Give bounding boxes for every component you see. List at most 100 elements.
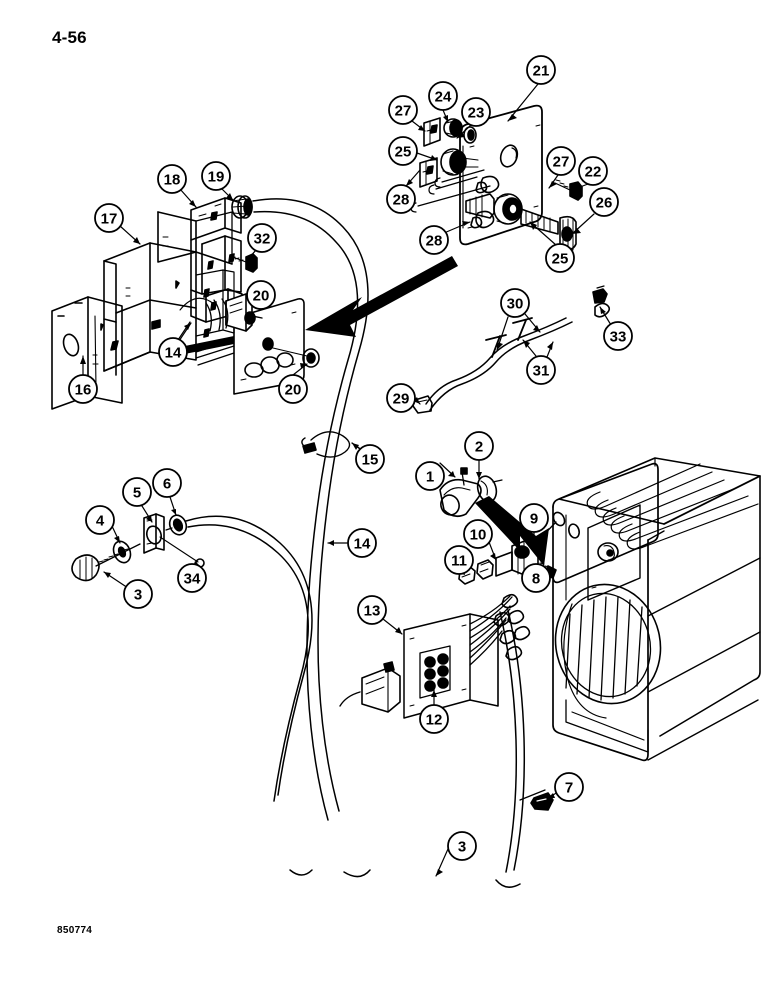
callout-number: 25 <box>395 144 412 161</box>
cable-14 <box>252 198 369 821</box>
callout-number: 20 <box>253 288 270 305</box>
callout-circle <box>357 595 387 625</box>
callout-circle <box>201 161 231 191</box>
callout-number: 5 <box>133 485 141 502</box>
callout-bubble-34: 34 <box>177 563 207 593</box>
callout-circle <box>278 374 308 404</box>
callout-circle <box>447 831 477 861</box>
callout-bubble-5: 5 <box>122 477 152 507</box>
callout-bubble-19: 19 <box>201 161 231 191</box>
callout-circle <box>94 203 124 233</box>
callout-number: 19 <box>208 169 225 186</box>
grommet-19 <box>231 195 253 219</box>
knob-cable-assembly <box>71 513 313 802</box>
callout-bubble-13: 13 <box>357 595 387 625</box>
callout-bubble-7: 7 <box>554 772 584 802</box>
cable-clip-7 <box>519 789 554 811</box>
callout-circle <box>122 477 152 507</box>
callout-circle <box>123 579 153 609</box>
callout-bubble-20: 20 <box>246 280 276 310</box>
callout-circle <box>463 519 493 549</box>
callout-circle <box>419 704 449 734</box>
callout-bubble-3: 3 <box>123 579 153 609</box>
callout-circle <box>355 444 385 474</box>
callout-number: 34 <box>184 571 201 588</box>
callout-bubble-6: 6 <box>152 468 182 498</box>
callout-bubble-27: 27 <box>388 95 418 125</box>
callout-bubble-4: 4 <box>85 505 115 535</box>
callout-bubble-33: 33 <box>603 321 633 351</box>
callout-number: 7 <box>565 780 573 797</box>
reference-arrow-panel <box>305 256 458 337</box>
callout-number: 26 <box>596 195 613 212</box>
callout-circle <box>386 383 416 413</box>
form-number: 850774 <box>57 925 93 936</box>
callout-circle <box>419 225 449 255</box>
callout-circle <box>546 146 576 176</box>
leader-lines <box>80 83 612 877</box>
callout-bubble-10: 10 <box>463 519 493 549</box>
callout-circle <box>526 55 556 85</box>
callout-circle <box>444 545 474 575</box>
callout-bubble-26: 26 <box>589 187 619 217</box>
callout-number: 3 <box>458 839 466 856</box>
callout-number: 11 <box>451 553 467 570</box>
callout-circle <box>68 374 98 404</box>
control-box-bracket-17 <box>103 211 235 376</box>
cable-free-ends <box>289 609 526 888</box>
callout-bubble-18: 18 <box>157 164 187 194</box>
callout-number: 14 <box>165 345 182 362</box>
callout-circle <box>347 528 377 558</box>
callout-number: 23 <box>468 105 485 122</box>
callout-number: 27 <box>553 154 570 171</box>
callout-number: 27 <box>395 103 412 120</box>
callout-circle <box>415 461 445 491</box>
callout-circle <box>177 563 207 593</box>
callout-number: 24 <box>435 89 452 106</box>
callout-number: 20 <box>285 382 302 399</box>
callout-bubble-25: 25 <box>545 243 575 273</box>
callout-number: 4 <box>96 513 105 530</box>
callout-bubble-28: 28 <box>419 225 449 255</box>
callout-number: 29 <box>393 391 410 408</box>
callout-bubble-24: 24 <box>428 81 458 111</box>
callout-circle <box>578 156 608 186</box>
callout-circle <box>554 772 584 802</box>
callout-bubble-1: 1 <box>415 461 445 491</box>
callout-circle <box>519 503 549 533</box>
callout-number: 13 <box>364 603 381 620</box>
callout-circle <box>521 563 551 593</box>
callout-bubble-14: 14 <box>158 337 188 367</box>
callout-number: 28 <box>393 192 410 209</box>
terminal-board-12-13 <box>339 593 531 719</box>
callout-number: 3 <box>134 587 142 604</box>
callout-number: 2 <box>475 439 483 456</box>
callout-number: 10 <box>470 527 487 544</box>
callout-number: 8 <box>532 571 540 588</box>
callout-circle <box>386 184 416 214</box>
callout-bubble-30: 30 <box>500 288 530 318</box>
callout-bubble-16: 16 <box>68 374 98 404</box>
callout-number: 18 <box>164 172 181 189</box>
callout-number: 14 <box>354 536 371 553</box>
callout-circle <box>246 280 276 310</box>
callout-circle <box>500 288 530 318</box>
callout-circle <box>526 355 556 385</box>
callout-number: 12 <box>426 712 443 729</box>
heater-housing <box>552 457 761 762</box>
callout-number: 9 <box>530 511 538 528</box>
callout-number: 6 <box>163 476 171 493</box>
callout-number: 32 <box>254 231 271 248</box>
panel-components-left <box>419 117 479 188</box>
callout-bubble-12: 12 <box>419 704 449 734</box>
callout-circle <box>152 468 182 498</box>
callout-bubble-3: 3 <box>447 831 477 861</box>
callout-number: 31 <box>533 363 550 380</box>
callout-number: 17 <box>101 211 118 228</box>
callout-number: 22 <box>585 164 602 181</box>
callout-circle <box>247 223 277 253</box>
callout-circle <box>158 337 188 367</box>
callout-circle <box>388 136 418 166</box>
